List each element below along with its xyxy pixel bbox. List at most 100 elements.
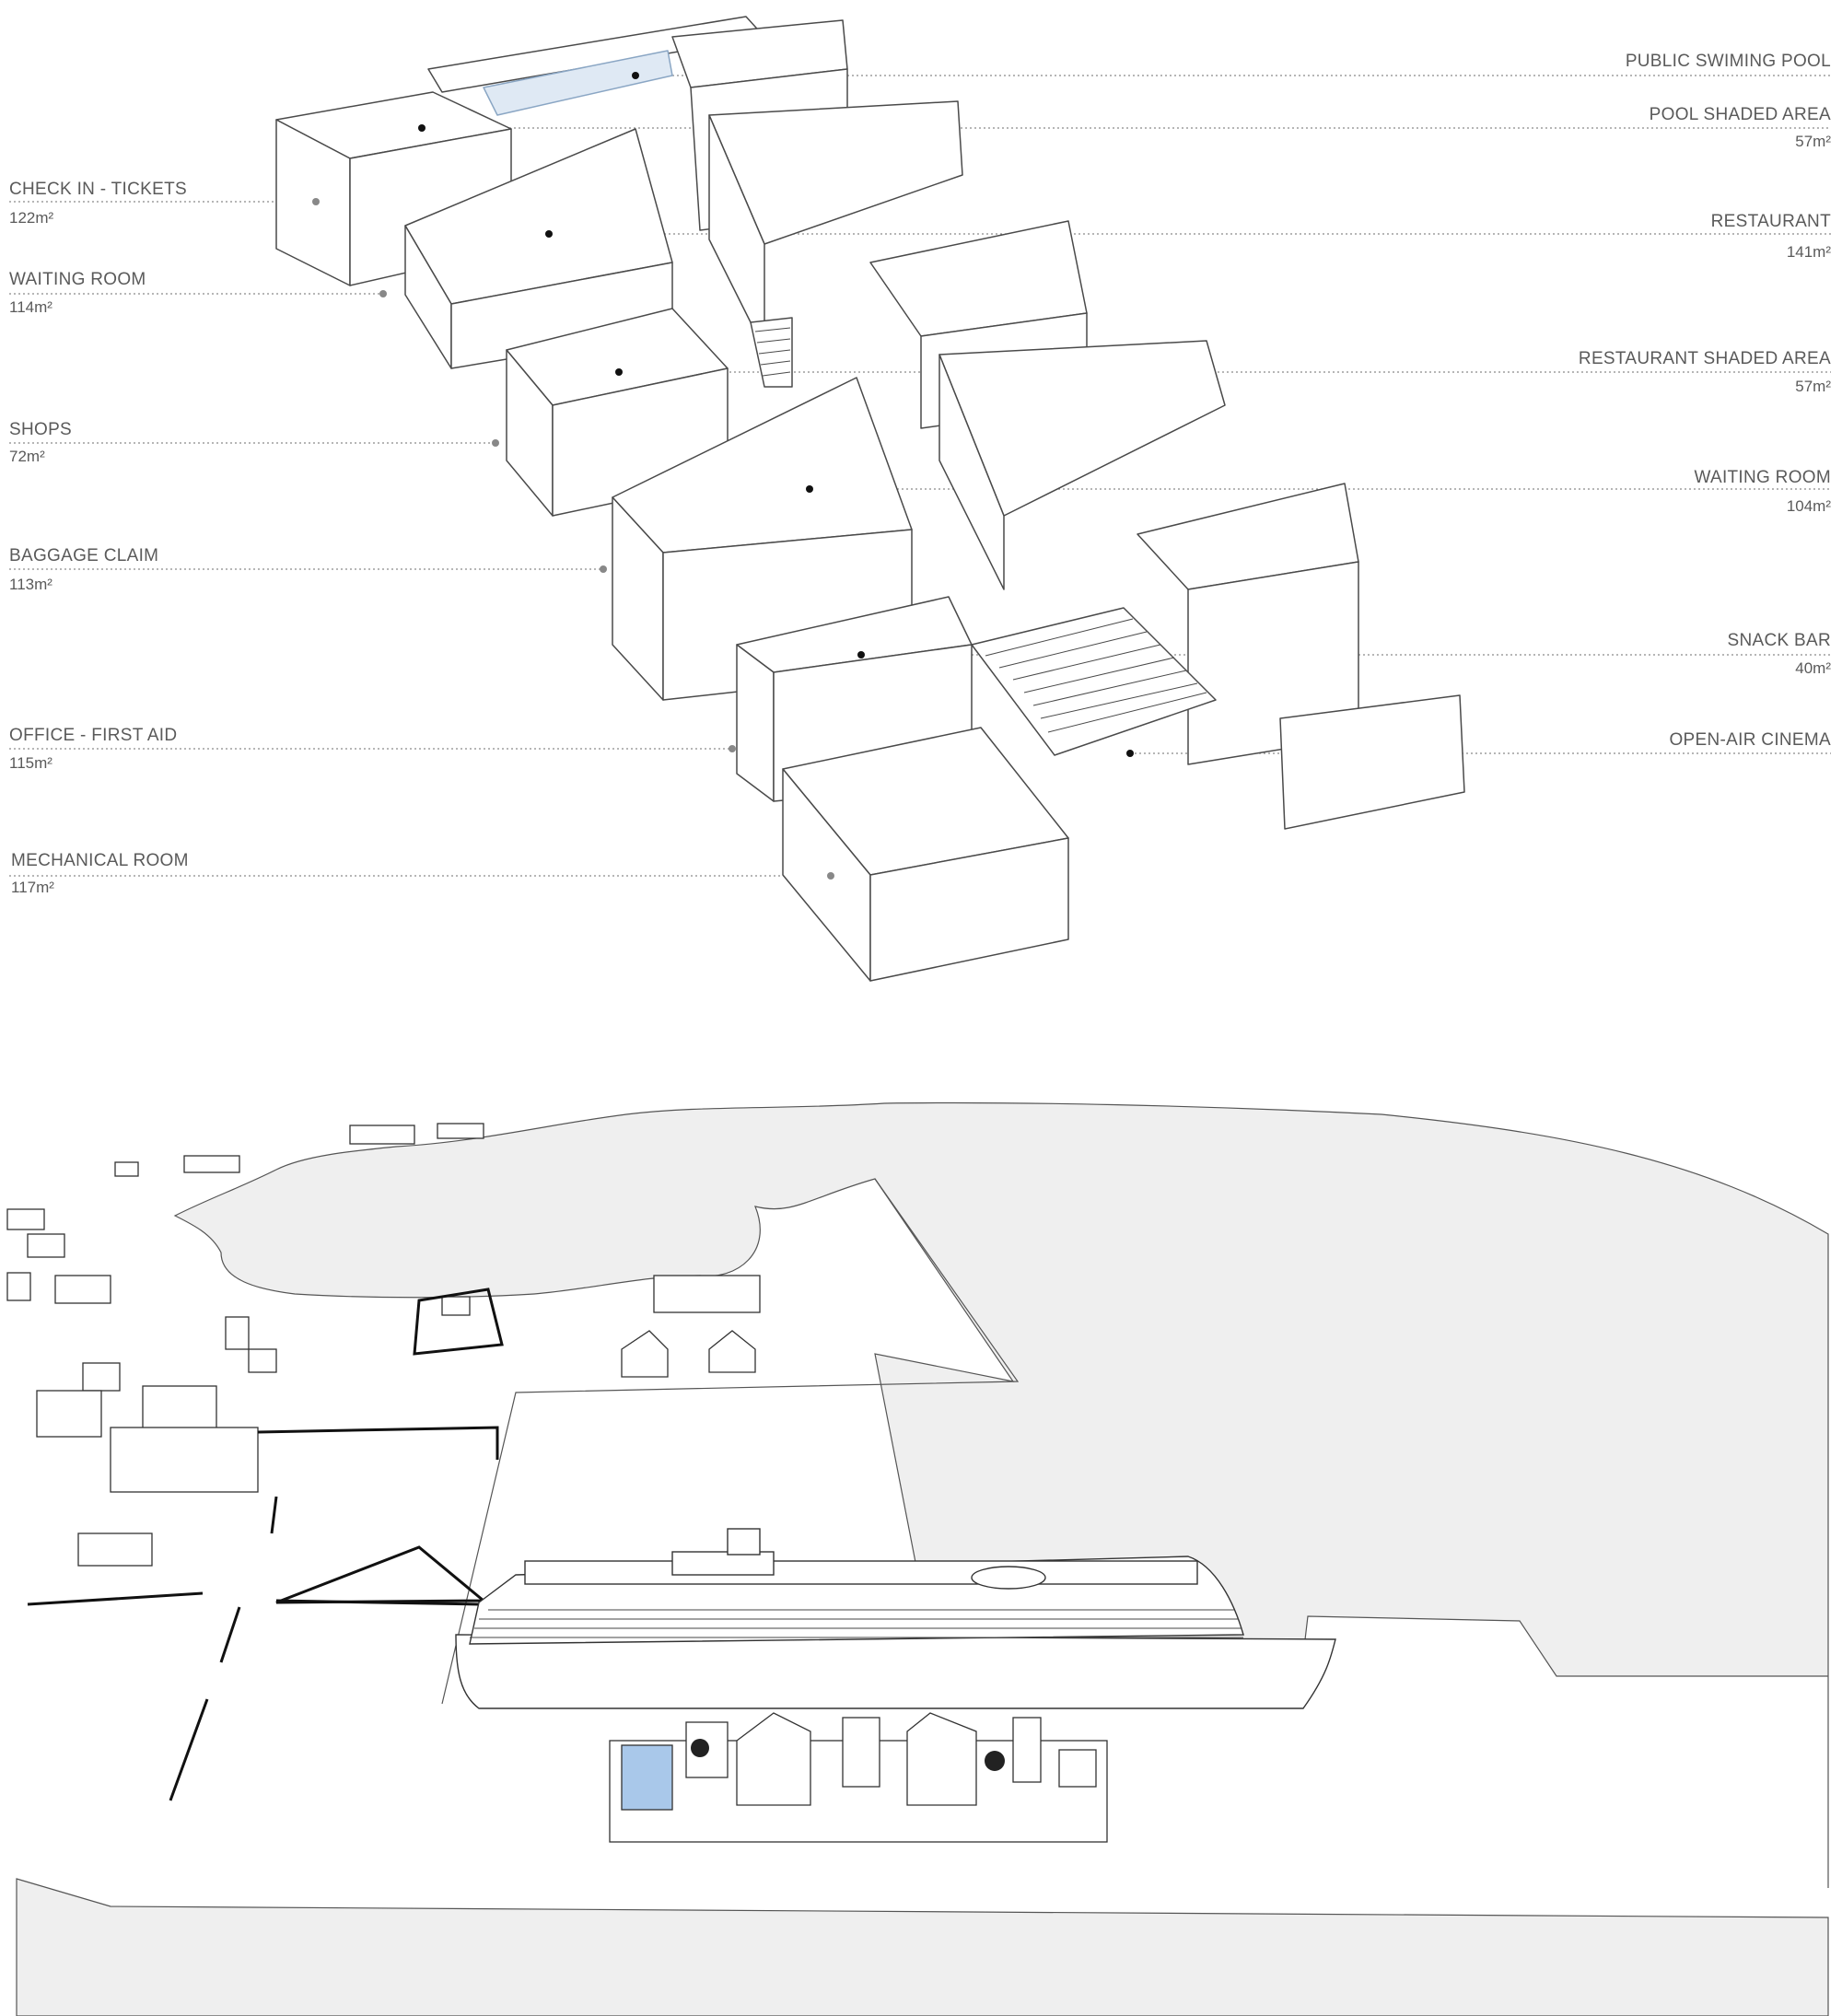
sea-lower (16, 1878, 1829, 2016)
label-snack-bar: SNACK BAR (1727, 631, 1831, 650)
label-mechanical-room: MECHANICAL ROOM (11, 851, 189, 870)
drawing-line (349, 1125, 415, 1145)
drawing-line (653, 1275, 761, 1313)
site-context (6, 1101, 1829, 2016)
drawing-line (54, 1275, 111, 1304)
label-pool-shaded: POOL SHADED AREA (1649, 105, 1831, 124)
block-mechanical-side (869, 837, 1069, 982)
quay-edge (441, 1178, 1020, 1705)
ship-upper-deck (524, 1560, 1198, 1585)
drawing-line (36, 1390, 102, 1438)
ship-helipad (971, 1566, 1046, 1590)
dot-restaurant (545, 230, 553, 238)
drawing-line (708, 1330, 756, 1373)
drawing-line (736, 1712, 811, 1806)
ship-deck-lines (470, 1609, 1243, 1638)
label-open-air-cinema: OPEN-AIR CINEMA (1669, 730, 1831, 750)
area-shops: 72m² (9, 448, 45, 465)
label-baggage-claim: BAGGAGE CLAIM (9, 546, 159, 565)
drawing-line (6, 1208, 45, 1230)
label-office-first-aid: OFFICE - FIRST AID (9, 726, 178, 745)
drawing-line (1040, 682, 1198, 719)
area-mechanical-room: 117m² (11, 879, 54, 896)
drawing-line (1047, 692, 1207, 733)
drawing-line (760, 360, 791, 366)
area-restaurant: 141m² (1786, 243, 1831, 261)
drawing-line (1012, 1717, 1042, 1783)
terminal-building (275, 16, 1465, 982)
dot-pool-shaded (418, 124, 426, 132)
label-waiting-room-right: WAITING ROOM (1694, 468, 1831, 487)
drawing-line (225, 1316, 250, 1350)
drawing-line (437, 1123, 484, 1139)
dot-waiting-right (806, 485, 813, 493)
area-baggage-claim: 113m² (9, 576, 52, 593)
drawing-line (1032, 670, 1187, 706)
dot-check-in (312, 198, 320, 205)
area-check-in: 122m² (9, 209, 54, 227)
drawing-line (906, 1712, 977, 1806)
drawing-line (270, 1496, 278, 1534)
drawing-line (6, 1272, 31, 1301)
drawing-line (183, 1155, 240, 1173)
label-public-pool: PUBLIC SWIMING POOL (1625, 52, 1831, 71)
terminal-model (609, 1712, 1108, 1843)
dot-cinema (1126, 750, 1134, 757)
ship-funnel (727, 1528, 761, 1556)
drawing-line (1023, 657, 1175, 693)
drawing-line (1058, 1749, 1097, 1788)
drawing-line (985, 618, 1134, 657)
area-waiting-room-left: 114m² (9, 298, 52, 316)
drawing-line (110, 1427, 259, 1493)
drawing-line (621, 1744, 673, 1811)
drawing-line (998, 631, 1148, 669)
dot-waiting-left (379, 290, 387, 297)
stair-hatching (754, 327, 791, 377)
cruise-ship (455, 1528, 1336, 1709)
area-waiting-room-right: 104m² (1786, 497, 1831, 515)
drawing-line (27, 1591, 204, 1606)
dot-snack-bar (857, 651, 865, 658)
dot-shops (492, 439, 499, 447)
label-restaurant-shaded: RESTAURANT SHADED AREA (1578, 349, 1831, 368)
drawing-line (248, 1348, 277, 1373)
drawing-line (114, 1161, 139, 1177)
town-blocks (6, 1123, 761, 1567)
cinema-rows (985, 618, 1207, 733)
dot-baggage (600, 565, 607, 573)
ship-hull (455, 1634, 1336, 1709)
drawing-line (758, 349, 791, 355)
drawing-line (275, 1545, 488, 1604)
area-pool-shaded: 57m² (1795, 133, 1831, 150)
drawing-line (219, 1606, 241, 1663)
block-waiting-right-front (938, 354, 1005, 590)
drawing-line (985, 1751, 1005, 1771)
drawing-line (754, 327, 791, 332)
area-office-first-aid: 115m² (9, 754, 52, 772)
drawing-line (77, 1532, 153, 1567)
label-check-in: CHECK IN - TICKETS (9, 180, 187, 199)
label-shops: SHOPS (9, 420, 73, 439)
left-leader-lines (9, 201, 831, 877)
area-restaurant-shaded: 57m² (1795, 378, 1831, 395)
drawing-line (691, 1739, 709, 1757)
dot-restaurant-shaded (615, 368, 623, 376)
block-office-front (736, 644, 775, 802)
drawing-line (82, 1362, 121, 1392)
label-waiting-room-left: WAITING ROOM (9, 270, 146, 289)
drawing-line (842, 1717, 880, 1788)
dot-office (729, 745, 736, 752)
dot-mechanical (827, 872, 834, 880)
drawing-line (27, 1233, 65, 1258)
drawing-line (413, 1288, 504, 1356)
drawing-line (621, 1330, 669, 1378)
drawing-line (1012, 644, 1161, 681)
pool-basin (483, 50, 673, 116)
dot-pool (632, 72, 639, 79)
leader-dots (312, 72, 1134, 880)
label-restaurant: RESTAURANT (1710, 212, 1831, 231)
drawing-line (756, 338, 791, 344)
drawing-line (441, 1296, 471, 1316)
